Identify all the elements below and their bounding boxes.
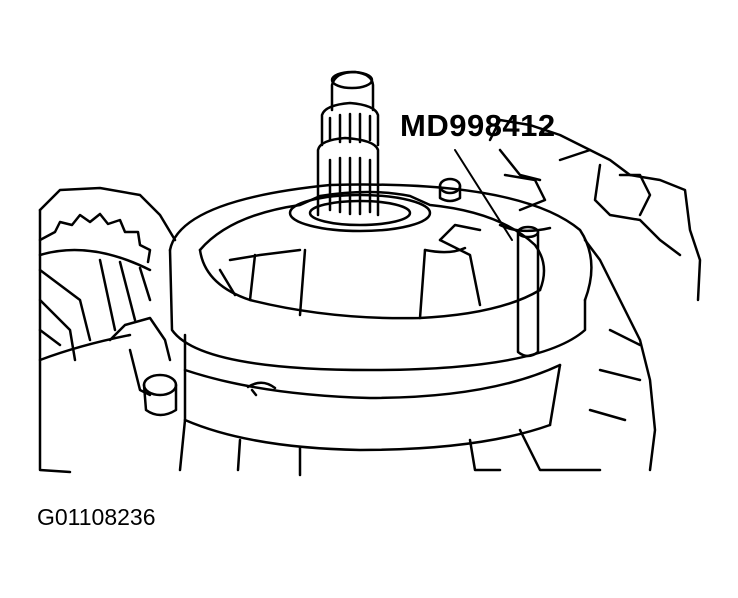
transmission-case bbox=[38, 118, 702, 474]
tool-number-label: MD998412 bbox=[400, 108, 556, 143]
tool-leader-line bbox=[454, 149, 513, 241]
figure-code: G01108236 bbox=[37, 504, 156, 530]
pump-cover bbox=[198, 177, 546, 320]
input-shaft bbox=[316, 70, 380, 217]
special-tool-pin bbox=[498, 223, 552, 358]
oil-pump-body bbox=[168, 183, 602, 477]
bracket bbox=[108, 316, 178, 417]
gear-cluster bbox=[38, 212, 152, 362]
